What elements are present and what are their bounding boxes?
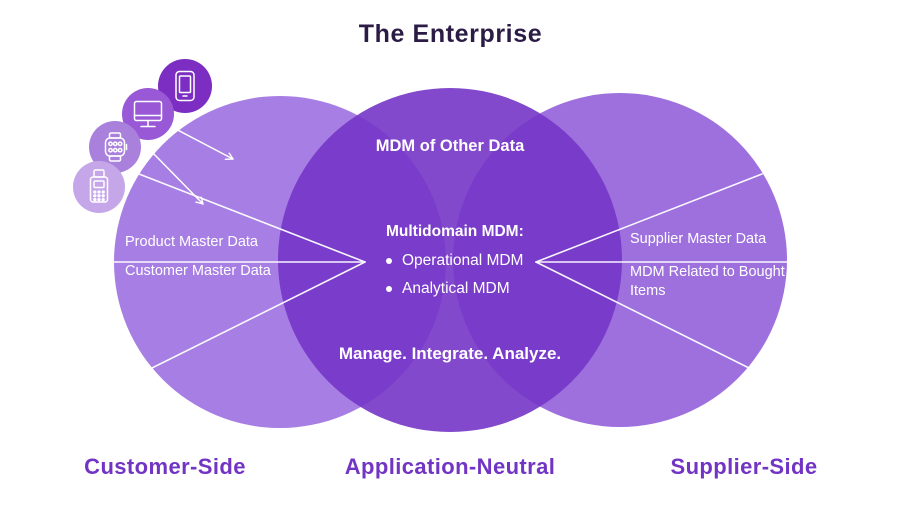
device-arrows	[148, 125, 234, 205]
mdm-bullet-list: Operational MDM Analytical MDM	[386, 252, 523, 308]
manage-integrate-analyze-label: Manage. Integrate. Analyze.	[338, 344, 562, 363]
mdm-related-to-bought-items-label: MDM Related to Bought Items	[630, 264, 785, 300]
left-fan-lines	[113, 173, 366, 369]
left-upper-line	[138, 173, 366, 263]
bullet-item-analytical: Analytical MDM	[386, 280, 523, 298]
right-upper-line	[535, 173, 763, 263]
bullet-label: Operational MDM	[402, 252, 524, 269]
bullet-label: Analytical MDM	[402, 280, 510, 297]
left-lower-line	[151, 261, 366, 369]
product-master-data-label: Product Master Data	[125, 234, 258, 250]
application-neutral-circle	[278, 88, 622, 432]
customer-master-data-label: Customer Master Data	[125, 263, 271, 279]
multidomain-mdm-heading: Multidomain MDM:	[386, 223, 524, 240]
customer-side-section-label: Customer-Side	[84, 454, 246, 479]
diagram-title: The Enterprise	[358, 20, 543, 48]
supplier-master-data-label: Supplier Master Data	[630, 231, 767, 247]
device-arrow-2	[148, 148, 204, 205]
bullet-dot	[386, 258, 392, 264]
payment-terminal-icon	[73, 161, 125, 213]
bullet-dot	[386, 286, 392, 292]
smartphone-icon	[158, 59, 212, 113]
right-lower-line	[535, 261, 750, 369]
application-neutral-section-label: Application-Neutral	[344, 454, 556, 479]
desktop-monitor-icon	[122, 88, 174, 140]
mdm-of-other-data-label: MDM of Other Data	[375, 137, 525, 155]
smartwatch-icon	[89, 121, 141, 173]
bullet-item-operational: Operational MDM	[386, 252, 523, 270]
supplier-side-section-label: Supplier-Side	[670, 454, 818, 479]
device-arrow-1	[169, 125, 234, 159]
right-fan-lines	[535, 173, 788, 369]
